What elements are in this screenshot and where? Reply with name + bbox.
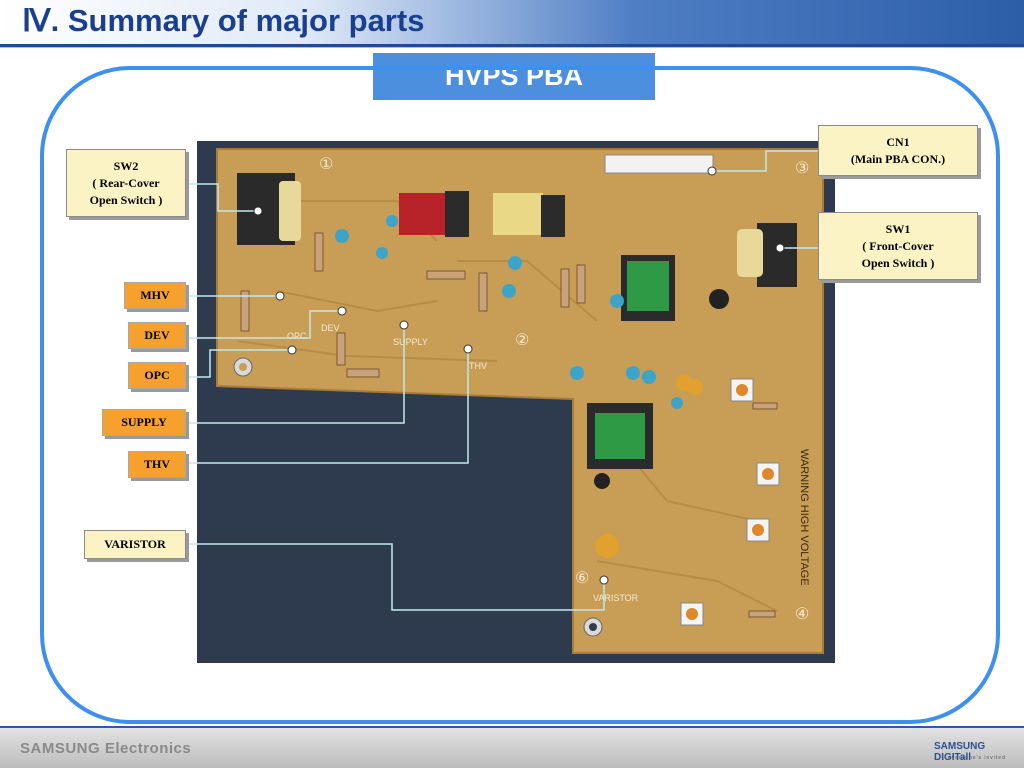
- callout-sw2: SW2 ( Rear-Cover Open Switch ): [66, 149, 186, 217]
- title-underline-light: [0, 47, 1024, 48]
- page-title: Ⅳ. Summary of major parts: [22, 3, 425, 38]
- footer-brand: SAMSUNG Electronics: [20, 740, 192, 757]
- silk-circle-4: ④: [795, 606, 809, 623]
- title-bar: [0, 0, 1024, 44]
- silk-circle-1: ①: [319, 156, 333, 173]
- silk-circle-3: ③: [795, 160, 809, 177]
- footer-rule: [0, 726, 1024, 729]
- tag-dev: DEV: [128, 322, 186, 349]
- silk-circle-2: ②: [515, 332, 529, 349]
- silk-opc: OPC: [287, 331, 307, 341]
- tag-opc: OPC: [128, 362, 186, 389]
- callout-cn1: CN1 (Main PBA CON.): [818, 125, 978, 176]
- silk-dev: DEV: [321, 323, 340, 333]
- hvps-board-photo: ① ② ③ ④ ⑥ DEV OPC SUPPLY THV VARISTOR WA…: [197, 141, 835, 663]
- title-underline: [0, 44, 1024, 47]
- footer-bar: [0, 728, 1024, 768]
- footer-tagline: everyone's invited: [948, 755, 1006, 761]
- silk-warning: WARNING HIGH VOLTAGE: [798, 449, 810, 586]
- silk-circle-6: ⑥: [575, 570, 589, 587]
- footer-logo-text: SAMSUNG DIGITall: [934, 741, 986, 763]
- silk-varistor: VARISTOR: [593, 593, 639, 603]
- silk-supply: SUPPLY: [393, 337, 428, 347]
- tag-supply: SUPPLY: [102, 409, 186, 436]
- silk-thv: THV: [469, 361, 487, 371]
- tag-thv: THV: [128, 451, 186, 478]
- tag-varistor: VARISTOR: [84, 530, 186, 559]
- tag-mhv: MHV: [124, 282, 186, 309]
- content-frame: [40, 66, 1000, 724]
- callout-sw1: SW1 ( Front-Cover Open Switch ): [818, 212, 978, 280]
